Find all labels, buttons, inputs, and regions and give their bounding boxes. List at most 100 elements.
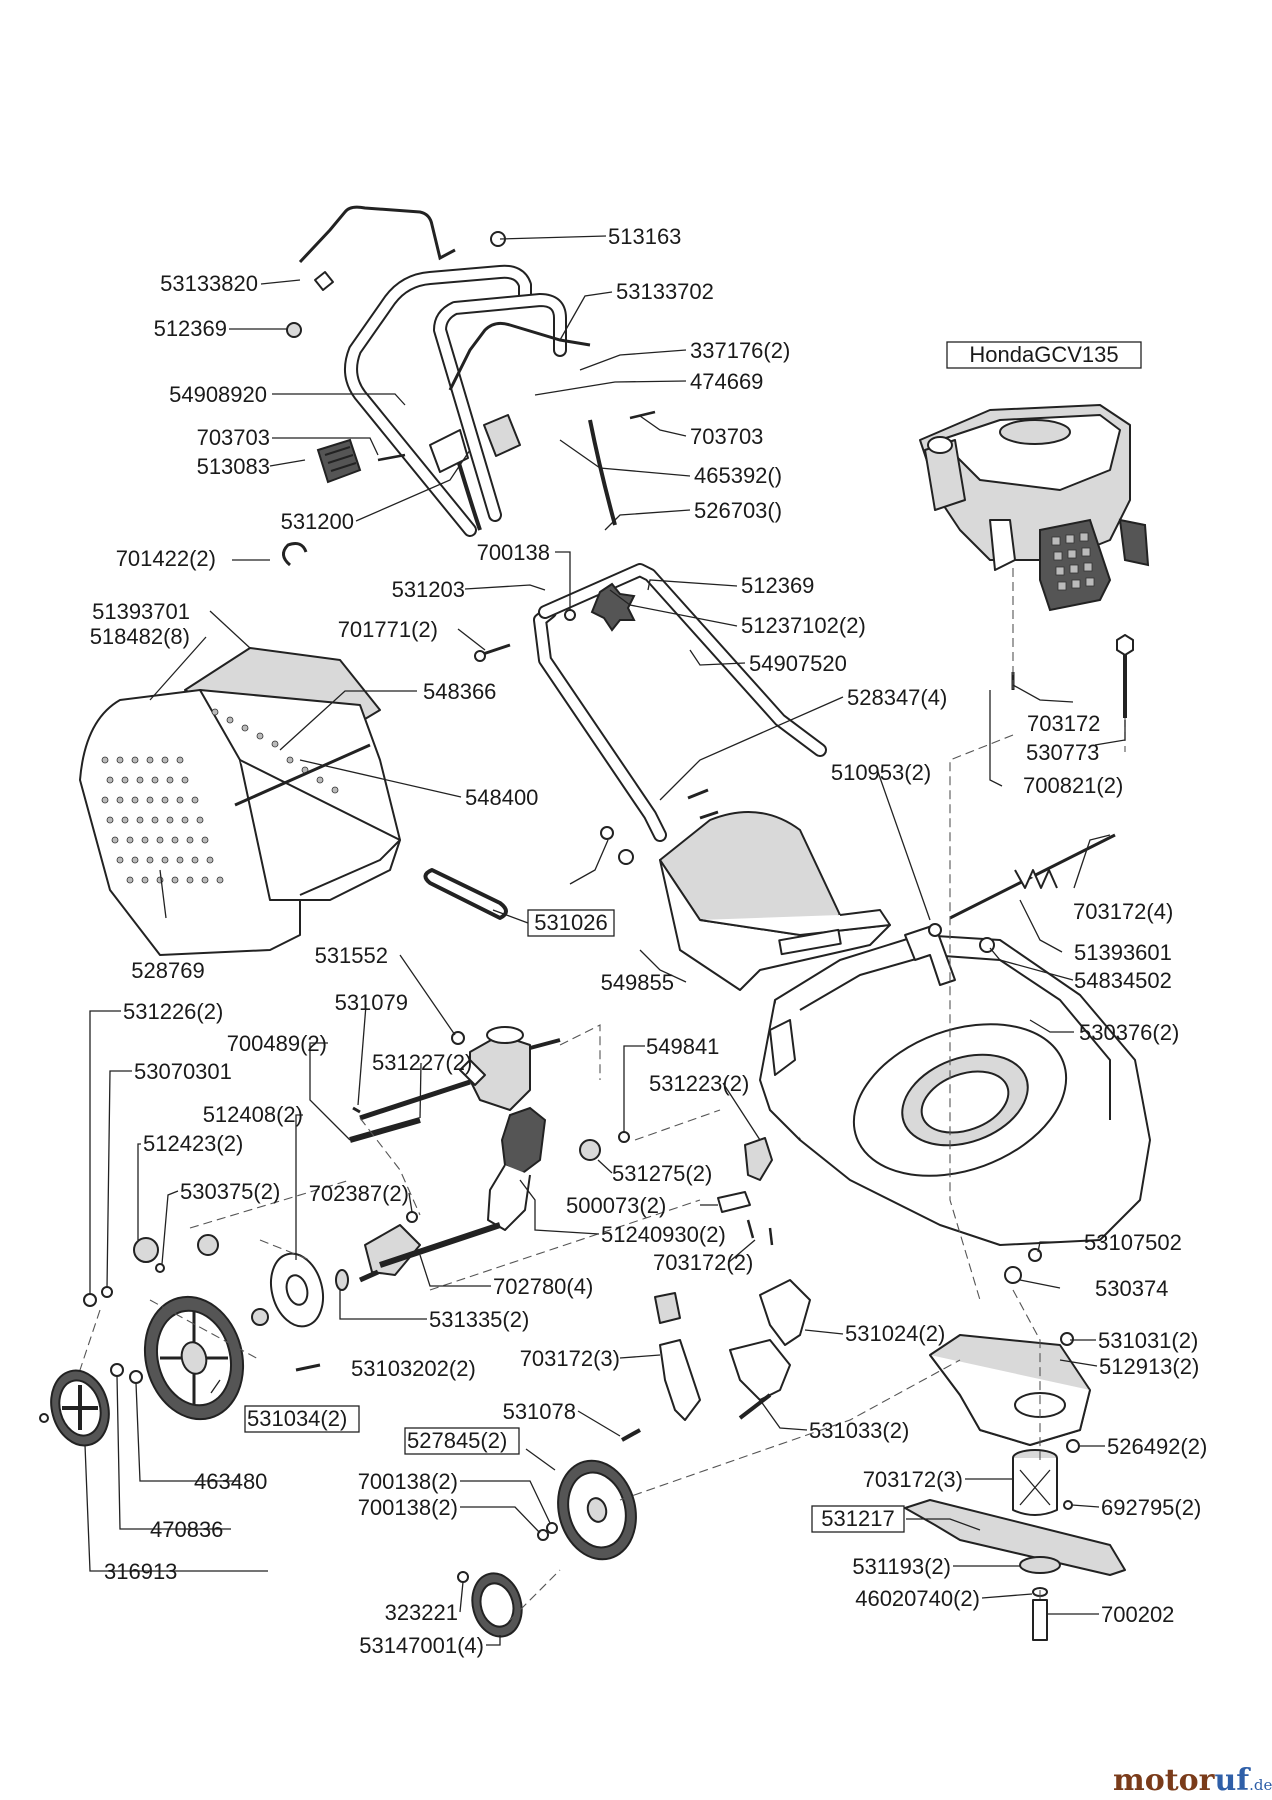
lever-531031 [759,1279,811,1346]
height-plate [659,1339,701,1421]
nut-703172-b [618,849,634,865]
part-label: 548400 [465,785,538,810]
nut-703172-c [1060,1332,1074,1346]
mower-deck [759,934,1151,1246]
brand-logo: motoruf.de [1113,1763,1272,1798]
part-label: 474669 [690,369,763,394]
washer-692795 [537,1529,549,1541]
part-label: 531552 [315,943,388,968]
bolt-528347-b [699,810,719,820]
bushing-rear [251,1308,269,1326]
part-label: 526703() [694,498,782,523]
part-label: 53133702 [616,279,714,304]
pin-702387 [155,1263,165,1273]
part-label: 700821(2) [1023,773,1123,798]
brand-name-a: motor [1113,1763,1216,1798]
rear-flap [659,811,891,991]
gearbox [359,1026,561,1121]
washer-530376 [618,1131,630,1143]
grass-catcher [79,647,401,956]
part-label: 53070301 [134,1059,232,1084]
part-label: 703172(2) [653,1250,753,1275]
blade-adaptor-guard [929,1334,1091,1446]
part-label: 531223(2) [649,1071,749,1096]
part-label: 531227(2) [372,1050,472,1075]
screw-512913 [295,1363,321,1372]
part-label: 702780(4) [493,1274,593,1299]
part-label: 470836 [150,1517,223,1542]
part-label: 700138(2) [358,1469,458,1494]
part-label: 548366 [423,679,496,704]
part-label: 701422(2) [116,546,216,571]
part-label: 531275(2) [612,1161,712,1186]
washer-700138-left [129,1370,143,1384]
upper-handle [344,264,567,537]
drive-belt [423,868,508,920]
part-label: 513083 [197,454,270,479]
part-label: 531033(2) [809,1418,909,1443]
washer-700138-front [546,1522,558,1534]
box-470836 [811,1505,905,1533]
part-label: 549841 [646,1034,719,1059]
engine [919,404,1150,612]
washer-700138 [564,609,576,621]
part-label: 512423(2) [143,1131,243,1156]
bolt-323221 [1032,1599,1048,1641]
bolt-528347-a [687,788,709,800]
drive-bail [448,321,591,391]
washer-700489 [83,1293,97,1307]
svg-text:motoruf.de: motoruf.de [1113,1763,1272,1798]
blade-adapter [1012,1449,1058,1516]
part-label: 316913 [104,1559,177,1584]
hinge-spring [1014,869,1058,889]
control-cable [588,419,617,526]
part-label: 701771(2) [338,617,438,642]
part-label: 700202 [1101,1602,1174,1627]
part-label: 528347(4) [847,685,947,710]
part-label: 531335(2) [429,1307,529,1332]
part-label: 703703 [690,424,763,449]
gear-530375 [579,1139,601,1161]
nut-500073 [406,1211,418,1223]
part-label: 703172 [1027,711,1100,736]
part-label: 703172(3) [863,1467,963,1492]
part-label: 51240930(2) [601,1222,726,1247]
screw-702780-a [746,1219,755,1239]
brand-name-b: uf [1214,1763,1251,1798]
part-label: 703172(4) [1073,899,1173,924]
rear-wheel-hub [270,1252,349,1328]
part-label: 54908920 [169,382,267,407]
front-wheel [557,1459,637,1561]
part-label: 531217 [821,1506,894,1531]
part-label: 323221 [385,1600,458,1625]
part-label: 530375(2) [180,1179,280,1204]
part-label: 700138(2) [358,1495,458,1520]
part-label: 53103202(2) [351,1356,476,1381]
height-knob [654,1292,681,1324]
shaft-531227 [349,1117,421,1143]
part-label: 510953(2) [831,760,931,785]
part-label: 51393701 [92,599,190,624]
part-label: 703703 [197,425,270,450]
blade [904,1499,1126,1576]
part-label: 51393601 [1074,940,1172,965]
washer-510953 [928,923,942,937]
part-label: 465392() [694,463,782,488]
part-label: 703172(3) [520,1346,620,1371]
bearing-531275 [133,1237,159,1263]
clip-ring [282,542,308,567]
cable-clip [316,438,362,484]
leader-lines [84,235,1126,1646]
star-knob [590,582,636,632]
screw-703703-left [377,453,406,462]
parts-drawing [39,205,1151,1641]
pin-531226 [352,1106,361,1114]
part-label: 531203 [392,577,465,602]
washer-316913 [1019,1556,1061,1574]
part-label: 527845(2) [407,1428,507,1453]
cap-53147001 [457,1571,469,1583]
bushing-531193 [110,1363,124,1377]
part-label: 337176(2) [690,338,790,363]
part-label: 531024(2) [845,1321,945,1346]
part-label: 531226(2) [123,999,223,1024]
